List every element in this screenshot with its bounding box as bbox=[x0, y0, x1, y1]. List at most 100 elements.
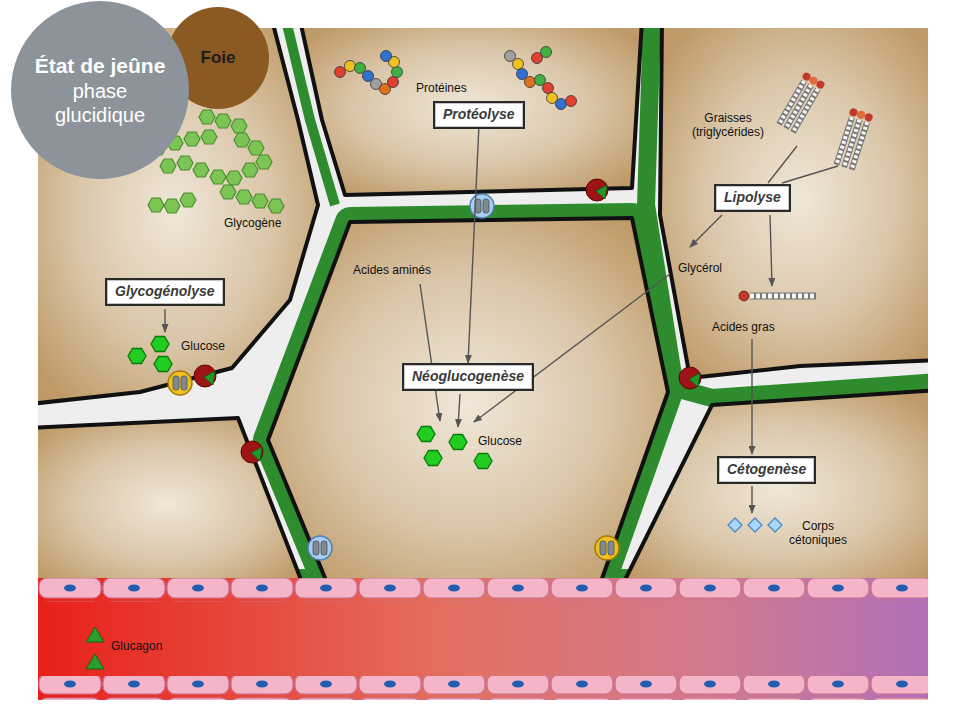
leader-line bbox=[782, 166, 838, 183]
hepatocyte bbox=[300, 28, 642, 195]
flow-arrow bbox=[751, 486, 752, 513]
transporter-symbol bbox=[470, 194, 494, 218]
amino-acid bbox=[345, 61, 356, 72]
glucose-molecule bbox=[417, 427, 435, 442]
glycogen-unit bbox=[180, 193, 196, 207]
endothelium bbox=[38, 676, 928, 700]
glycogen-unit bbox=[248, 141, 264, 155]
sinusoid-band bbox=[268, 218, 668, 590]
flow-connector bbox=[468, 129, 479, 364]
glucose-molecule bbox=[449, 435, 467, 450]
glycerol-head bbox=[848, 107, 858, 117]
pathway-arrows bbox=[165, 146, 838, 513]
amino-acid bbox=[532, 53, 543, 64]
hepatocyte bbox=[38, 418, 305, 590]
glycerol-head bbox=[864, 112, 874, 122]
fatty-chain bbox=[852, 122, 867, 170]
blood-vessel bbox=[38, 578, 928, 700]
glycerol-head bbox=[856, 110, 866, 120]
glycogen-unit bbox=[164, 199, 180, 213]
amino-acid bbox=[335, 67, 346, 78]
glucagon-symbol bbox=[86, 654, 104, 669]
fatty-chain bbox=[750, 293, 816, 300]
triglyceride bbox=[776, 71, 826, 134]
flow-arrow bbox=[474, 274, 670, 422]
process-box: Glycogénolyse bbox=[105, 278, 225, 306]
transporter-symbol bbox=[595, 536, 619, 560]
text-label: Glycogène bbox=[224, 216, 281, 230]
amino-acid bbox=[556, 99, 567, 110]
process-box: Protéolyse bbox=[433, 101, 525, 129]
fatty-chain bbox=[844, 120, 859, 168]
amino-acid bbox=[566, 96, 577, 107]
title-circle: État de jeûnephase glucidique bbox=[10, 0, 190, 180]
flow-arrow bbox=[420, 284, 440, 421]
leader-line bbox=[768, 146, 797, 183]
ketone-bodies bbox=[728, 518, 782, 532]
node-title: Néoglucogenèse bbox=[412, 368, 524, 386]
glycogen-unit bbox=[236, 190, 252, 204]
transporter-symbol bbox=[168, 371, 192, 395]
glycogen-unit bbox=[231, 119, 247, 133]
glycogen-unit bbox=[148, 198, 164, 212]
receptor-symbol bbox=[194, 365, 216, 387]
glycogen-unit bbox=[199, 110, 215, 124]
text-label: Acides gras bbox=[712, 320, 775, 334]
flow-arrow bbox=[458, 394, 460, 427]
node-title: Protéolyse bbox=[443, 106, 515, 124]
hepatocyte bbox=[268, 218, 668, 590]
receptor-symbol bbox=[241, 441, 263, 463]
sinusoid-band bbox=[646, 28, 928, 398]
glycogen-unit bbox=[268, 199, 284, 213]
glycogen-unit bbox=[220, 185, 236, 199]
text-label: Glucose bbox=[181, 339, 225, 353]
flow-arrow bbox=[770, 215, 772, 286]
fatty-chain bbox=[779, 81, 804, 124]
ketone-molecule bbox=[728, 518, 742, 532]
glucagon-molecules bbox=[86, 627, 104, 669]
node-title: Glycogénolyse bbox=[115, 283, 215, 301]
glycogen-unit bbox=[210, 170, 226, 184]
membrane-proteins bbox=[168, 179, 701, 560]
hepatocyte bbox=[660, 28, 928, 378]
glucose-molecule bbox=[474, 454, 492, 469]
flow-arrow bbox=[690, 215, 722, 247]
fatty-chain bbox=[836, 117, 851, 165]
glycerol-head bbox=[801, 71, 812, 82]
flow-arrow bbox=[164, 309, 165, 332]
flow-arrow bbox=[751, 339, 752, 454]
amino-acid bbox=[513, 59, 524, 70]
node-subtitle: phase glucidique bbox=[38, 79, 162, 127]
glycogen-unit bbox=[160, 159, 176, 173]
text-label: Glucagon bbox=[111, 639, 162, 653]
glucose-molecule bbox=[424, 451, 442, 466]
ketone-molecule bbox=[768, 518, 782, 532]
node-title: État de jeûne bbox=[35, 53, 166, 78]
hepatocyte bbox=[620, 390, 928, 590]
amino-acid bbox=[392, 67, 403, 78]
circle-shape bbox=[11, 1, 189, 179]
acid-head bbox=[739, 291, 749, 301]
node-title: Foie bbox=[201, 48, 236, 68]
node-title: Lipolyse bbox=[724, 189, 781, 207]
protein-chain bbox=[335, 51, 403, 95]
glycogen-unit bbox=[256, 155, 272, 169]
transporter-symbol bbox=[308, 536, 332, 560]
glycogen-unit bbox=[226, 171, 242, 185]
fatty-acid bbox=[739, 291, 816, 301]
circle-shape bbox=[167, 7, 269, 109]
glycogen-unit bbox=[215, 114, 231, 128]
amino-acid bbox=[525, 77, 536, 88]
text-label: Acides aminés bbox=[353, 263, 431, 277]
glycogen-unit bbox=[242, 163, 258, 177]
ketone-molecule bbox=[748, 518, 762, 532]
glucose-molecule bbox=[128, 349, 146, 364]
amino-acid bbox=[381, 51, 392, 62]
process-box: Néoglucogenèse bbox=[402, 363, 534, 391]
glycogen-unit bbox=[177, 156, 193, 170]
amino-acid bbox=[543, 83, 554, 94]
glycogen-unit bbox=[184, 132, 200, 146]
text-label: Glucose bbox=[478, 434, 522, 448]
receptor-symbol bbox=[586, 179, 608, 201]
